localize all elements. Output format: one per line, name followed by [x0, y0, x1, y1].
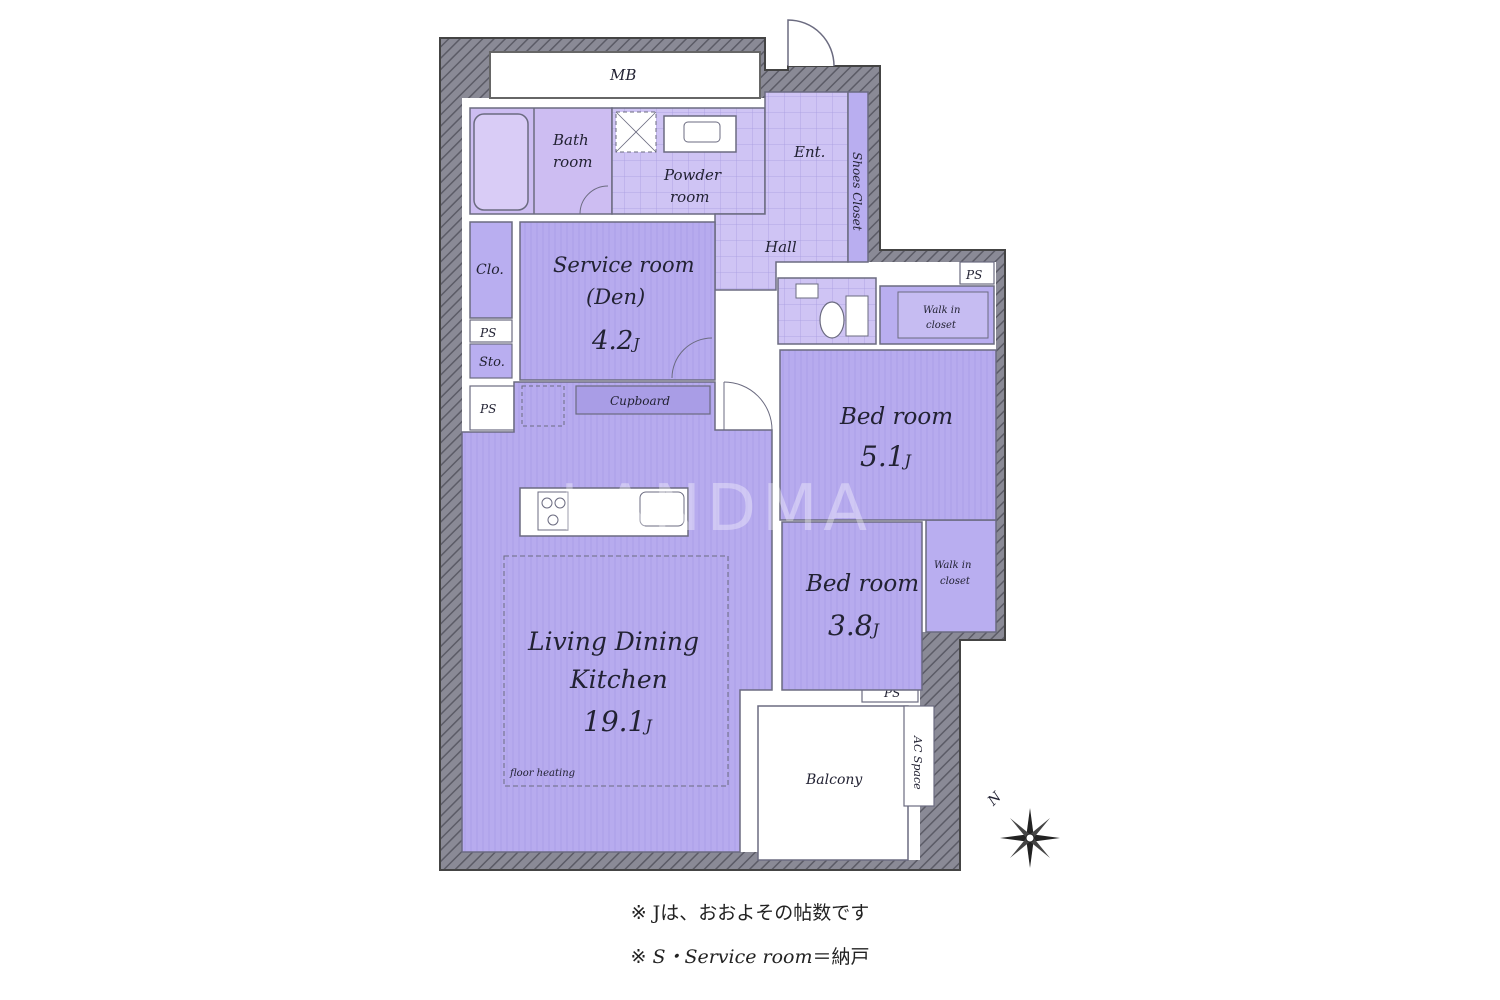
ps-label-1: PS	[479, 326, 496, 340]
ldk-size: 19.1J	[583, 705, 653, 738]
bed2-size-unit: J	[870, 620, 881, 639]
service-label-1: Service room	[553, 253, 695, 277]
service-room: Clo. Service room (Den) 4.2J	[469, 221, 716, 381]
walkin-top-label-2: closet	[926, 320, 957, 331]
floor-heating-label: floor heating	[509, 768, 575, 779]
bed1-name: Bed room	[839, 404, 953, 430]
bedroom-1: Bed room 5.1J	[779, 349, 997, 521]
note-service-room: ※ S・Service room＝納戸	[0, 942, 1500, 969]
mb-space: MB	[489, 51, 761, 99]
ldk-label-2: Kitchen	[569, 665, 668, 694]
walkin-top-label-1: Walk in	[923, 305, 960, 316]
watermark: LANDMA	[560, 472, 873, 546]
compass-icon: N	[984, 789, 1060, 868]
entrance-label: Ent.	[793, 143, 825, 161]
bath-label-1: Bath	[552, 131, 589, 149]
balcony: Balcony AC Space	[757, 705, 935, 861]
sto-label: Sto.	[479, 355, 505, 370]
service-label-2: (Den)	[586, 285, 645, 309]
bedroom-2: Bed room 3.8J	[781, 521, 923, 691]
service-size-value: 4.2	[591, 326, 633, 356]
ldk-label-1: Living Dining	[527, 627, 699, 656]
powder-label-1: Powder	[663, 166, 722, 184]
ps-label-2: PS	[479, 402, 496, 416]
shoes-closet-label: Shoes Closet	[850, 152, 864, 231]
bed2-size: 3.8J	[828, 609, 881, 642]
bed1-size-value: 5.1	[860, 440, 905, 473]
bed2-size-value: 3.8	[828, 609, 873, 642]
note2-suffix: ＝納戸	[812, 946, 870, 968]
toilet-room	[777, 277, 877, 345]
bed1-size-unit: J	[902, 451, 913, 470]
powder-label-2: room	[670, 188, 709, 206]
service-size: 4.2J	[591, 326, 640, 356]
mb-label: MB	[609, 66, 636, 84]
walk-in-closet-top: Walk in closet	[879, 285, 995, 345]
north-label: N	[984, 789, 1005, 810]
bath-label-2: room	[553, 153, 592, 171]
note-approx-size: ※ Jは、おおよその帖数です	[630, 902, 870, 924]
powder-room: Powder room	[611, 107, 766, 215]
living-dining-kitchen: Cupboard floor heating Living Dining Kit…	[461, 381, 773, 853]
entrance-hall: Ent. Shoes Closet Hall	[714, 19, 869, 291]
bathroom: Bath room	[469, 107, 613, 215]
hall-label: Hall	[764, 238, 797, 256]
note2-service: S・Service room	[652, 946, 813, 968]
ldk-size-value: 19.1	[583, 705, 645, 738]
ps-label-3: PS	[965, 268, 982, 282]
ldk-size-unit: J	[642, 716, 653, 735]
service-size-unit: J	[630, 335, 640, 353]
note2-prefix: ※	[630, 946, 647, 968]
balcony-label: Balcony	[805, 772, 863, 788]
clo-label: Clo.	[476, 262, 504, 278]
ac-space-label: AC Space	[911, 735, 924, 790]
bed2-name: Bed room	[805, 571, 919, 597]
walkin-bottom-label-1: Walk in	[934, 560, 971, 571]
cupboard-label: Cupboard	[610, 394, 670, 408]
walk-in-closet-bottom: Walk in closet	[925, 519, 997, 633]
walkin-bottom-label-2: closet	[940, 576, 971, 587]
bed1-size: 5.1J	[860, 440, 913, 473]
